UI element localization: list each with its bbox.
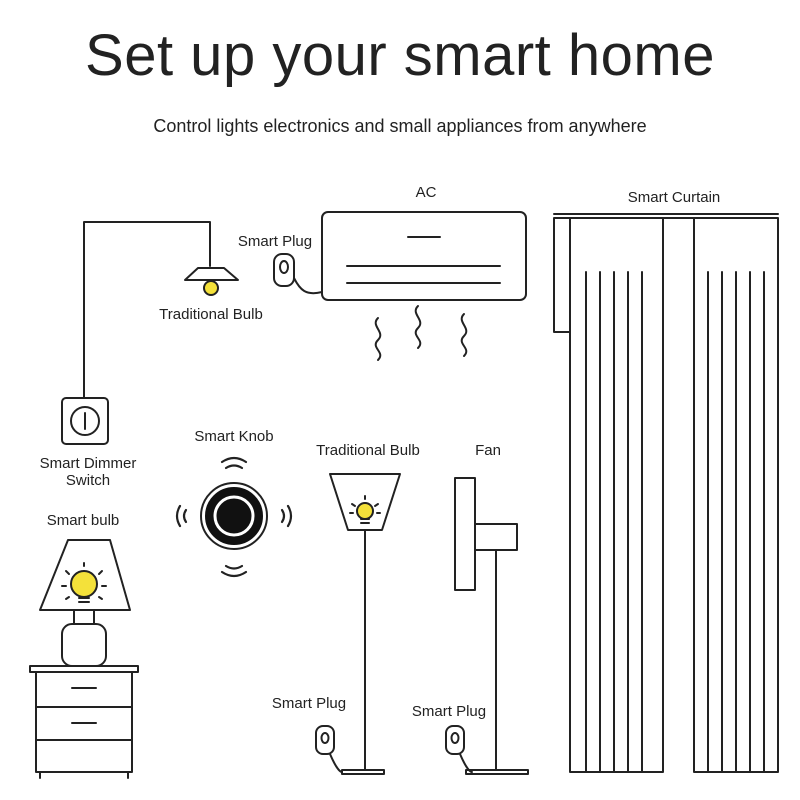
wireless-signal-icon [175,456,293,578]
dimmer-switch-label-line2: Switch [65,472,111,489]
table-lamp-icon [39,539,131,667]
floor-lamp-icon [329,473,401,775]
fan-smart-plug-label: Smart Plug [411,703,487,720]
floor-lamp-bulb-label: Traditional Bulb [316,442,420,459]
fan-label: Fan [475,442,501,459]
smart-bulb-label: Smart bulb [46,512,120,529]
smart-knob-label: Smart Knob [194,428,274,445]
ceiling-bulb-label: Traditional Bulb [159,306,263,323]
floor-lamp-smart-plug-label: Smart Plug [271,695,347,712]
dimmer-switch-label-line1: Smart Dimmer [39,455,137,472]
ac-smart-plug-label: Smart Plug [237,233,313,250]
fan-smart-plug-icon [445,725,473,773]
smart-curtain-label: Smart Curtain [627,189,721,206]
floor-lamp-smart-plug-icon [315,725,343,773]
smart-knob-icon [200,482,268,550]
nightstand-icon [29,665,139,779]
ceiling-wire [83,221,211,399]
page-subtitle: Control lights electronics and small app… [153,116,647,136]
ac-label: AC [415,184,437,201]
ceiling-lamp-icon [184,267,239,296]
smart-curtain-icon [553,213,779,773]
dimmer-switch-icon [61,397,109,445]
ac-airflow-icon [374,305,468,361]
ac-unit-icon [321,211,527,301]
ac-smart-plug-icon [273,253,323,295]
fan-icon [454,477,529,775]
page-title: Set up your smart home [85,23,715,88]
